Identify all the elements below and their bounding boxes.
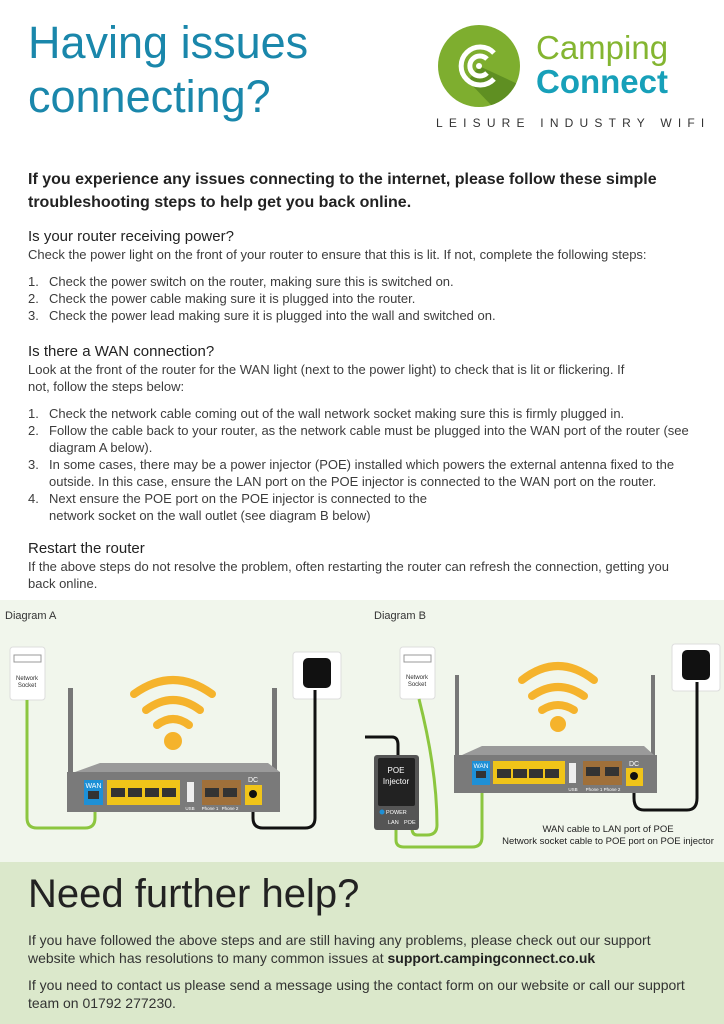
section-text: Look at the front of the router for the … xyxy=(28,362,625,394)
list-item: 1. Check the power switch on the router, … xyxy=(28,273,698,290)
section-text: If the above steps do not resolve the pr… xyxy=(28,559,669,591)
router-diagram-b: Network Socket POE Injector POWER LAN PO… xyxy=(365,643,721,849)
list-item: 4. Next ensure the POE port on the POE in… xyxy=(28,490,693,524)
green-cable xyxy=(394,788,484,849)
antenna xyxy=(455,675,459,755)
router-diagram-a: Network Socket WAN USB Phone 1 Phone 2 D… xyxy=(9,646,342,830)
list-item: 3. Check the power lead making sure it is… xyxy=(28,307,698,324)
svg-text:WAN: WAN xyxy=(474,763,489,770)
svg-text:USB: USB xyxy=(185,806,194,811)
step-number: 1. xyxy=(28,274,39,289)
socket-label: Socket xyxy=(408,682,427,688)
title-line-1: Having issues xyxy=(28,17,309,68)
step-text: In some cases, there may be a power inje… xyxy=(49,457,675,489)
section-wan: Is there a WAN connection? Look at the f… xyxy=(28,343,693,524)
list-item: 2. Follow the cable back to your router, … xyxy=(28,422,693,456)
diagram-caption: WAN cable to LAN port of POE Network soc… xyxy=(492,824,724,848)
green-cable xyxy=(410,698,439,837)
step-text: Next ensure the POE port on the POE inje… xyxy=(49,491,427,523)
step-text: Check the power switch on the router, ma… xyxy=(49,274,454,289)
step-number: 2. xyxy=(28,291,39,306)
wifi-icon xyxy=(518,662,598,714)
step-number: 1. xyxy=(28,406,39,421)
svg-text:Phone 1: Phone 1 xyxy=(586,787,603,792)
svg-text:DC: DC xyxy=(248,777,258,784)
diagram-label: Diagram B xyxy=(374,610,426,622)
logo-word-connect: Connect xyxy=(536,63,668,100)
green-cable xyxy=(25,700,97,830)
antenna xyxy=(651,675,655,755)
section-heading: Is there a WAN connection? xyxy=(28,343,215,360)
svg-text:POWER: POWER xyxy=(386,810,407,816)
svg-text:Phone 1: Phone 1 xyxy=(202,806,219,811)
socket-label: Network xyxy=(16,676,39,682)
step-text: Follow the cable back to your router, as… xyxy=(49,423,689,455)
diagram-b: Diagram B Network Socket POE Injector PO… xyxy=(362,600,724,860)
socket-label: Socket xyxy=(18,683,37,689)
section-heading: Restart the router xyxy=(28,540,145,557)
wifi-icon xyxy=(130,676,216,729)
steps-list: 1. Check the network cable coming out of … xyxy=(28,405,693,524)
svg-text:WAN: WAN xyxy=(85,783,101,790)
help-paragraph-2: If you need to contact us please send a … xyxy=(28,977,685,1011)
diagram-label: Diagram A xyxy=(5,610,57,622)
power-cable xyxy=(251,690,317,830)
list-item: 2. Check the power cable making sure it i… xyxy=(28,290,698,307)
title-line-2: connecting? xyxy=(28,71,271,122)
step-text: Check the network cable coming out of th… xyxy=(49,406,625,421)
section-heading: Is your router receiving power? xyxy=(28,228,234,245)
steps-list: 1. Check the power switch on the router, … xyxy=(28,273,698,324)
intro-text: If you experience any issues connecting … xyxy=(28,171,657,211)
usb-port xyxy=(187,782,194,802)
logo-word-camping: Camping xyxy=(536,29,669,66)
support-link[interactable]: support.campingconnect.co.uk xyxy=(387,950,596,966)
diagram-a: Diagram A Network Socket WAN USB Phone 1… xyxy=(0,600,362,860)
section-text: Check the power light on the front of yo… xyxy=(28,247,647,262)
antenna xyxy=(68,688,73,773)
svg-text:USB: USB xyxy=(568,787,577,792)
svg-text:DC: DC xyxy=(629,761,639,768)
list-item: 1. Check the network cable coming out of … xyxy=(28,405,693,422)
step-number: 2. xyxy=(28,423,39,438)
socket-label: Network xyxy=(406,675,429,681)
svg-text:Phone 2: Phone 2 xyxy=(222,806,239,811)
list-item: 3. In some cases, there may be a power in… xyxy=(28,456,693,490)
svg-text:POE: POE xyxy=(388,766,405,775)
svg-text:POE: POE xyxy=(404,820,416,826)
help-panel xyxy=(0,862,724,1024)
antenna xyxy=(272,688,277,773)
step-text: Check the power lead making sure it is p… xyxy=(49,308,496,323)
step-number: 3. xyxy=(28,308,39,323)
svg-text:Injector: Injector xyxy=(383,777,410,786)
diagrams-panel: Diagram A Network Socket WAN USB Phone 1… xyxy=(0,600,724,862)
logo-tagline: LEISURE INDUSTRY WIFI xyxy=(436,116,711,130)
section-restart: Restart the router If the above steps do… xyxy=(28,540,698,592)
section-power: Is your router receiving power? Check th… xyxy=(28,228,698,324)
caption-line: WAN cable to LAN port of POE xyxy=(542,824,674,835)
step-number: 4. xyxy=(28,491,39,506)
help-title: Need further help? xyxy=(28,872,360,916)
usb-port xyxy=(569,763,576,783)
help-paragraph-1: If you have followed the above steps and… xyxy=(28,931,698,967)
logo-icon xyxy=(438,25,520,107)
step-number: 3. xyxy=(28,457,39,472)
step-text: Check the power cable making sure it is … xyxy=(49,291,416,306)
svg-text:Phone 2: Phone 2 xyxy=(604,787,621,792)
svg-text:LAN: LAN xyxy=(388,820,399,826)
help-text: If you have followed the above steps and… xyxy=(28,932,651,966)
power-cable xyxy=(632,682,699,812)
caption-line: Network socket cable to POE port on POE … xyxy=(502,836,714,847)
